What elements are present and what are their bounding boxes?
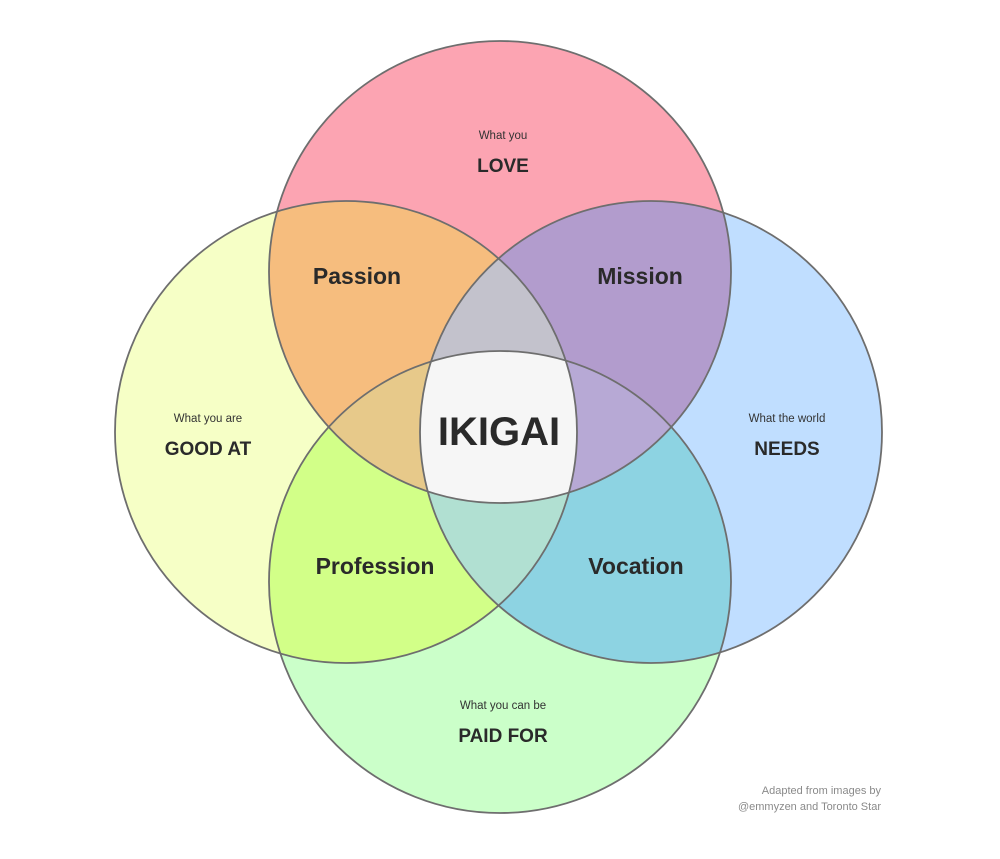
outline-love [268, 40, 732, 504]
profession-label: Profession [316, 553, 435, 579]
needs-small-label: What the world [749, 413, 826, 425]
ikigai-label: IKIGAI [438, 410, 560, 454]
love-small-label: What you [479, 130, 528, 142]
vocation-label: Vocation [588, 553, 683, 579]
overlap-love-needs-paid [420, 351, 731, 503]
outline-needs [419, 200, 883, 664]
outline-good-at [114, 200, 578, 664]
needs-big-label: NEEDS [754, 439, 819, 460]
credit-line-2: @emmyzen and Toronto Star [738, 801, 881, 813]
paid-for-big-label: PAID FOR [458, 726, 548, 747]
overlap-love-good-needs [420, 201, 577, 503]
passion-label: Passion [313, 263, 401, 289]
outline-paid-for [268, 350, 732, 814]
love-big-label: LOVE [477, 156, 529, 177]
overlap-good-needs-paid [420, 351, 577, 663]
credit-line-1: Adapted from images by [762, 785, 882, 797]
good-at-big-label: GOOD AT [165, 439, 252, 460]
paid-for-small-label: What you can be [460, 700, 546, 712]
mission-label: Mission [597, 263, 683, 289]
good-at-small-label: What you are [174, 413, 242, 425]
overlap-love-good-paid [269, 351, 577, 503]
